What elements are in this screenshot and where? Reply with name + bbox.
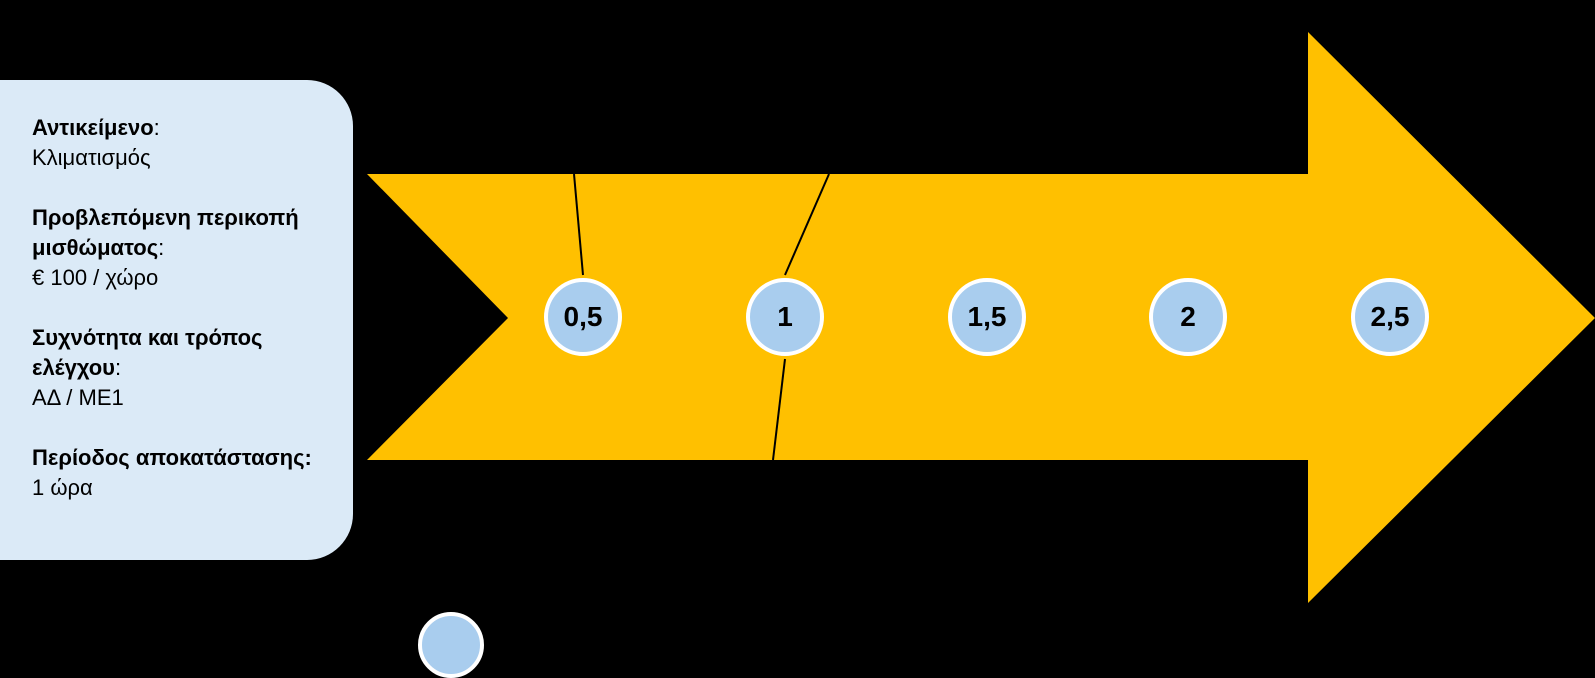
legend-marker-dot [418, 612, 484, 678]
connector-line-2 [784, 173, 830, 276]
timeline-marker-2-5: 2,5 [1351, 278, 1429, 356]
marker-label: 1 [777, 301, 793, 332]
marker-label: 0,5 [563, 301, 603, 332]
rent-cut-label: Προβλεπόμενη περικοπή μισθώματος [32, 205, 299, 260]
timeline-marker-1-5: 1,5 [948, 278, 1026, 356]
timeline-marker-2: 2 [1149, 278, 1227, 356]
connector-line-1 [573, 173, 584, 276]
marker-label: 1,5 [967, 301, 1007, 332]
rent-cut-separator: : [158, 235, 165, 260]
timeline-marker-1: 1 [746, 278, 824, 356]
frequency-separator: : [114, 355, 122, 380]
info-group-rent-cut: Προβλεπόμενη περικοπή μισθώματος: € 100 … [32, 203, 333, 293]
object-separator: : [153, 115, 160, 140]
marker-label: 2 [1180, 301, 1196, 332]
rent-cut-value: € 100 / χώρο [32, 265, 159, 290]
connector-line-3 [772, 358, 786, 461]
info-group-restoration: Περίοδος αποκατάστασης: 1 ώρα [32, 443, 333, 503]
info-group-frequency: Συχνότητα και τρόπος ελέγχου: ΑΔ / ΜΕ1 [32, 323, 333, 413]
frequency-value: ΑΔ / ΜΕ1 [32, 385, 124, 410]
frequency-label: Συχνότητα και τρόπος ελέγχου [32, 325, 263, 380]
object-value: Κλιματισμός [32, 145, 151, 170]
timeline-marker-0-5: 0,5 [544, 278, 622, 356]
info-box: Αντικείμενο: Κλιματισμός Προβλεπόμενη πε… [0, 80, 353, 560]
marker-label: 2,5 [1370, 301, 1410, 332]
restoration-label: Περίοδος αποκατάστασης: [32, 445, 312, 470]
restoration-value: 1 ώρα [32, 475, 93, 500]
object-label: Αντικείμενο [32, 115, 154, 140]
info-group-object: Αντικείμενο: Κλιματισμός [32, 113, 333, 173]
